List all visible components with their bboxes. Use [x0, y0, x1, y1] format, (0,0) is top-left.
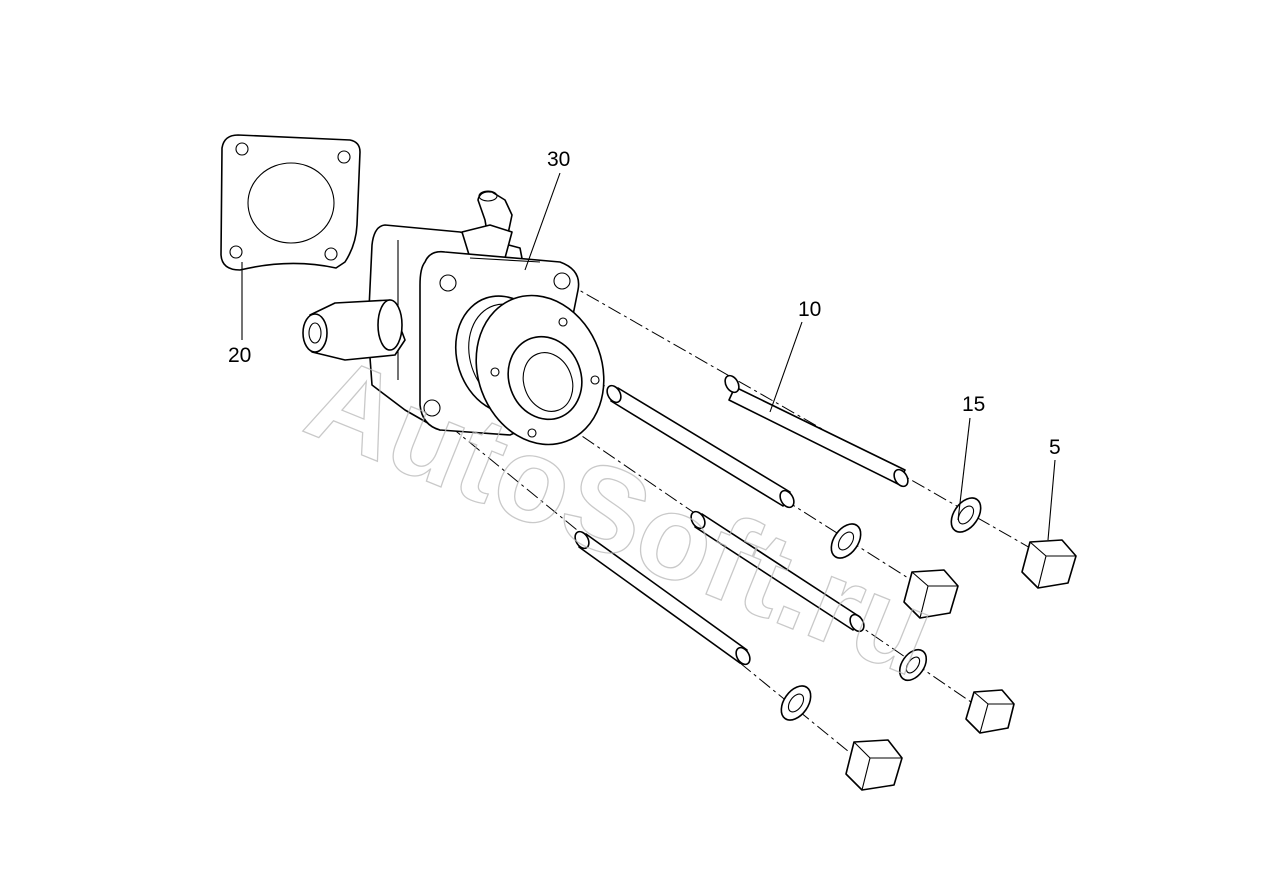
watermark-text: AutoSoft.ru	[290, 330, 952, 701]
callout-10: 10	[798, 298, 821, 321]
callout-15: 15	[962, 393, 985, 416]
nut-part-5-upper[interactable]	[1021, 539, 1077, 589]
washer-middle-lower[interactable]	[894, 645, 932, 685]
stud-middle-lower[interactable]	[688, 509, 866, 634]
pump-assembly-part-30[interactable]	[302, 190, 624, 463]
callout-30: 30	[547, 148, 570, 171]
stud-lower[interactable]	[572, 529, 752, 667]
washer-part-15-upper[interactable]	[945, 493, 986, 538]
nut-middle-lower[interactable]	[965, 689, 1015, 734]
gasket-part-20[interactable]	[220, 134, 361, 271]
nut-middle-upper[interactable]	[903, 569, 959, 619]
nut-lower[interactable]	[845, 739, 903, 791]
washer-middle-upper[interactable]	[825, 519, 866, 564]
washer-lower[interactable]	[775, 681, 816, 726]
stud-part-10-upper[interactable]	[722, 373, 910, 489]
stud-middle-upper[interactable]	[604, 383, 796, 510]
callout-20: 20	[228, 344, 251, 367]
leader-lines	[241, 172, 1056, 541]
callout-5: 5	[1049, 436, 1061, 459]
